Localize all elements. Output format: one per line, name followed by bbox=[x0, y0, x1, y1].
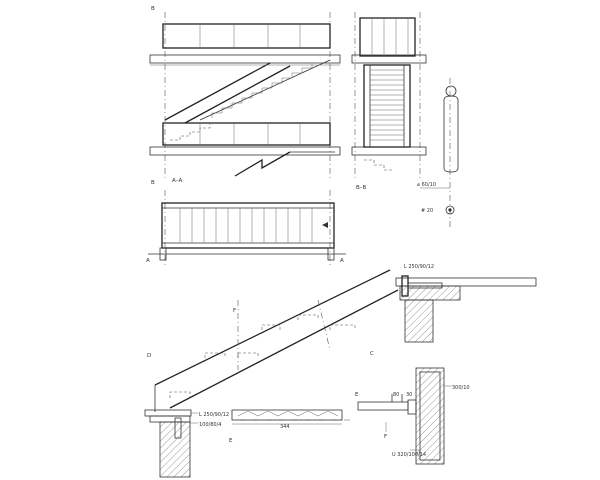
detail-letter-e: E bbox=[355, 392, 359, 398]
mark-b-bottom: B bbox=[151, 180, 155, 186]
view-letter-f: F bbox=[233, 308, 236, 314]
view-letter-d: D bbox=[147, 353, 151, 359]
mark-a-right: A bbox=[340, 258, 344, 264]
post-detail: ⌀ 60/10 # 20 bbox=[417, 78, 459, 230]
railing-elevation: A A bbox=[146, 190, 346, 268]
section-a-a-title: A–A bbox=[172, 178, 183, 184]
rod-dim-label: # 20 bbox=[421, 208, 433, 214]
view-letter-c: C bbox=[370, 351, 374, 357]
section-b-b-view: B–B bbox=[351, 12, 427, 191]
angle-top-label: L 250/90/12 bbox=[404, 264, 434, 270]
gap-80-label: 80 bbox=[393, 392, 399, 398]
mark-b-top: B bbox=[151, 6, 155, 12]
mark-a-left: A bbox=[146, 258, 150, 264]
channel-dim-label: U 320/100/14 bbox=[392, 452, 426, 458]
gap-30-label: 30 bbox=[406, 392, 412, 398]
section-b-b-title: B–B bbox=[356, 185, 367, 191]
section-a-a-view: B B A–A bbox=[149, 6, 341, 186]
hollow-dim-label: 300/10 bbox=[452, 385, 470, 391]
view-letter-e: E bbox=[229, 438, 233, 444]
span-dim-label: 344 bbox=[280, 424, 290, 430]
stair-detail: F D C E E F L 250/90/12 L 250/90/12 100/… bbox=[144, 264, 537, 478]
angle-bottom-label: L 250/90/12 bbox=[199, 412, 229, 418]
detail-letter-f: F bbox=[384, 434, 387, 440]
plate-dim-label: 100/80/4 bbox=[199, 422, 221, 428]
post-dim-label: ⌀ 60/10 bbox=[417, 182, 436, 188]
